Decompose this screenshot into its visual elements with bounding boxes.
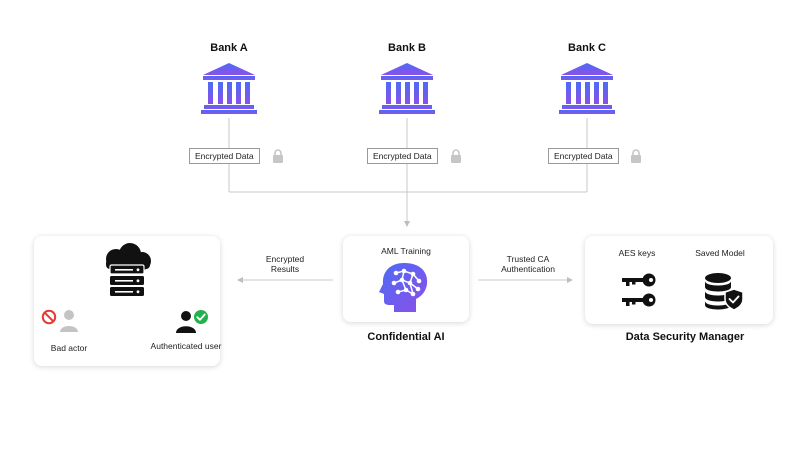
bank-b-label: Bank B: [388, 42, 426, 54]
key-icon: [622, 273, 656, 307]
encrypted-data-label: Encrypted Data: [189, 148, 260, 164]
lock-icon: [451, 149, 461, 163]
database-shield-icon: [705, 273, 744, 311]
lock-icon: [273, 149, 283, 163]
trusted-ca-label: Trusted CA Authentication: [501, 254, 555, 274]
aml-training-label: AML Training: [381, 246, 431, 256]
authenticated-user-icon: [176, 311, 196, 333]
bank-a-label: Bank A: [210, 42, 248, 54]
bank-c-label: Bank C: [568, 42, 606, 54]
bad-actor-label: Bad actor: [50, 343, 88, 353]
check-icon: [194, 310, 208, 324]
deny-icon: [41, 309, 57, 325]
lock-icon: [631, 149, 641, 163]
encrypted-data-label: Encrypted Data: [367, 148, 438, 164]
confidential-ai-title: Confidential AI: [367, 331, 445, 343]
bank-icon: [559, 63, 615, 114]
cloud-server-icon: [106, 243, 151, 296]
authenticated-user-label: Authenticated user: [150, 341, 222, 351]
aes-keys-label: AES keys: [618, 248, 656, 258]
encrypted-results-label: Encrypted Results: [265, 254, 305, 274]
security-manager-title: Data Security Manager: [625, 331, 745, 343]
ai-brain-head-icon: [379, 263, 428, 312]
security-manager-card: [585, 236, 773, 324]
encrypted-data-label: Encrypted Data: [548, 148, 619, 164]
bank-icon: [379, 63, 435, 114]
bank-icon: [201, 63, 257, 114]
saved-model-label: Saved Model: [695, 248, 745, 258]
bad-actor-user-icon: [60, 310, 78, 332]
